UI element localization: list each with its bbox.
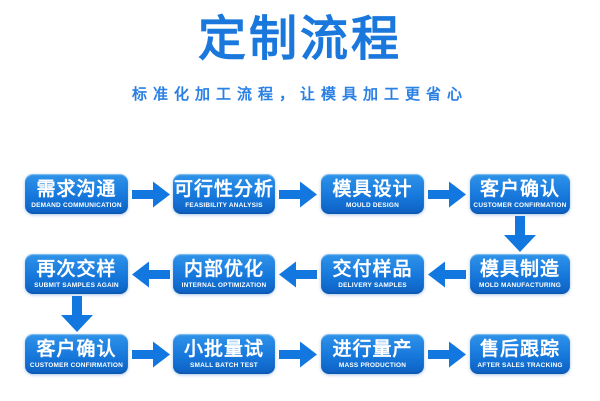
right-arrow-icon	[424, 174, 470, 214]
page-subtitle: 标准化加工流程，让模具加工更省心	[131, 86, 468, 104]
flow-step-mold-manufacturing: 模具制造 MOLD MANUFACTURING	[470, 254, 570, 295]
left-arrow-icon	[424, 254, 470, 294]
flow-step-internal-optimization: 内部优化 INTERNAL OPTIMIZATION	[173, 254, 275, 295]
flowchart: 需求沟通 DEMAND COMMUNICATION 可行性分析 FEASIBIL…	[25, 174, 600, 375]
left-arrow-icon	[128, 254, 173, 294]
right-arrow-icon	[275, 334, 321, 374]
step-label-en: MOULD DESIGN	[346, 201, 399, 209]
flow-step-mould-design: 模具设计 MOULD DESIGN	[321, 174, 424, 215]
step-label-zh: 交付样品	[332, 258, 413, 280]
step-label-en: INTERNAL OPTIMIZATION	[181, 281, 267, 289]
flow-step-mass-production: 进行量产 MASS PRODUCTION	[321, 334, 424, 375]
flow-step-demand-communication: 需求沟通 DEMAND COMMUNICATION	[25, 174, 128, 215]
step-label-en: SUBMIT SAMPLES AGAIN	[34, 281, 119, 289]
down-arrow-icon	[25, 294, 128, 334]
right-arrow-icon	[128, 334, 173, 374]
step-label-zh: 客户确认	[479, 178, 560, 200]
flow-step-submit-samples-again: 再次交样 SUBMIT SAMPLES AGAIN	[25, 254, 128, 295]
step-label-en: AFTER SALES TRACKING	[477, 361, 563, 369]
step-label-zh: 内部优化	[183, 258, 264, 280]
step-label-zh: 客户确认	[36, 338, 117, 360]
right-arrow-icon	[424, 334, 470, 374]
flow-step-feasibility-analysis: 可行性分析 FEASIBILITY ANALYSIS	[173, 174, 275, 215]
step-label-zh: 可行性分析	[173, 178, 274, 200]
step-label-en: MOLD MANUFACTURING	[479, 281, 561, 289]
step-label-zh: 售后跟踪	[479, 338, 560, 360]
step-label-zh: 进行量产	[332, 338, 413, 360]
right-arrow-icon	[128, 174, 173, 214]
flow-step-delivery-samples: 交付样品 DELIVERY SAMPLES	[321, 254, 424, 295]
step-label-en: FEASIBILITY ANALYSIS	[185, 201, 263, 209]
step-label-en: DEMAND COMMUNICATION	[31, 201, 122, 209]
flow-step-customer-confirmation-1: 客户确认 CUSTOMER CONFIRMATION	[470, 174, 570, 215]
step-label-en: CUSTOMER CONFIRMATION	[473, 201, 567, 209]
flow-step-small-batch-test: 小批量试 SMALL BATCH TEST	[173, 334, 275, 375]
down-arrow-icon	[470, 214, 570, 254]
step-label-zh: 小批量试	[183, 338, 264, 360]
step-label-zh: 再次交样	[36, 258, 117, 280]
flow-step-after-sales-tracking: 售后跟踪 AFTER SALES TRACKING	[470, 334, 570, 375]
step-label-en: CUSTOMER CONFIRMATION	[29, 361, 124, 369]
flow-step-customer-confirmation-2: 客户确认 CUSTOMER CONFIRMATION	[25, 334, 128, 375]
left-arrow-icon	[275, 254, 321, 294]
step-label-zh: 需求沟通	[36, 178, 117, 200]
step-label-zh: 模具设计	[332, 178, 413, 200]
right-arrow-icon	[275, 174, 321, 214]
step-label-en: DELIVERY SAMPLES	[338, 281, 407, 289]
step-label-zh: 模具制造	[479, 258, 560, 280]
step-label-en: MASS PRODUCTION	[338, 361, 407, 369]
step-label-en: SMALL BATCH TEST	[190, 361, 258, 369]
page-title: 定制流程	[197, 13, 402, 66]
